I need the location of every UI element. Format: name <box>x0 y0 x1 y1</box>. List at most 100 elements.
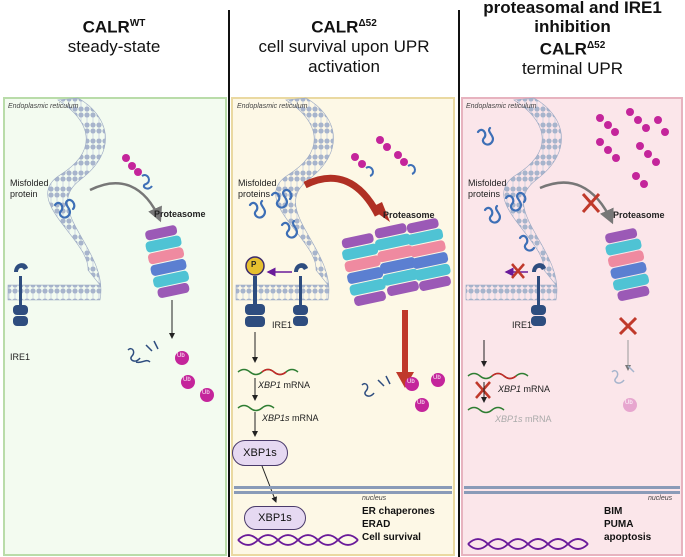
header-panel1: CALRWT steady-state <box>0 14 228 57</box>
cross-splicing-p3 <box>475 381 491 399</box>
xbp1-intron-p2 <box>261 368 287 376</box>
ire1-p2-inactive <box>293 263 308 326</box>
xbp1s-mrna-p3 <box>467 406 505 414</box>
nuclear-import-arrow-p2 <box>261 465 277 503</box>
misfolded-protein-p3a <box>483 204 501 224</box>
nucleus-label-p2: nucleus <box>362 495 387 502</box>
nucleus-label-p3: nucleus <box>648 495 673 502</box>
misfolded-protein-p3c <box>476 126 494 146</box>
proteasome-panel1 <box>145 225 190 298</box>
outcome-p2-2: Cell survival <box>362 532 421 543</box>
arrow-to-proteasome-p3 <box>539 181 614 225</box>
ire1-label-p2: IRE1 <box>272 320 293 330</box>
cross-ire1-p3 <box>511 263 525 279</box>
er-label-p1: Endoplasmic reticulum <box>8 103 79 110</box>
er-label-p2: Endoplasmic reticulum <box>237 103 308 110</box>
outcome-p2-1: ERAD <box>362 519 391 530</box>
dna-helix-p3 <box>467 538 589 550</box>
outcomes-p3: BIM PUMA apoptosis <box>604 505 651 544</box>
header3-pre1: proteasomal and IRE1 <box>483 0 662 17</box>
outcome-p2-0: ER chaperones <box>362 506 435 517</box>
proteasome-label-p2: Proteasome <box>383 210 435 220</box>
outcome-p3-0: BIM <box>604 506 623 517</box>
ub-text-p1-3: Ub <box>202 390 210 396</box>
free-ub-p2 <box>405 373 445 412</box>
divider-2 <box>458 10 460 557</box>
xbp1-mrna-label-p2: XBP1 mRNA <box>258 380 310 390</box>
xbp1s-mrna-p2 <box>237 404 275 412</box>
xbp1-suffix-p2: mRNA <box>281 380 311 390</box>
peptide-fragments-p1 <box>127 340 159 364</box>
misfolded-protein-p1 <box>53 198 76 219</box>
ub-chain-panel1 <box>122 154 153 190</box>
ire1-p2-active <box>245 256 265 327</box>
xbp1s-protein-pill: XBP1s <box>232 440 288 466</box>
misfolded-label-p2: Misfolded proteins <box>238 178 277 199</box>
peptide-fragments-p2 <box>361 375 391 397</box>
misfolded-protein-p2c <box>280 219 298 239</box>
cross-degradation-p3 <box>618 316 638 336</box>
misfolded-protein-p3d <box>518 234 536 252</box>
xbp1-gene-p3: XBP1 <box>498 384 522 394</box>
xbp1s-mrna-label-p2: XBP1s mRNA <box>262 413 319 423</box>
ire1-p1 <box>13 263 28 326</box>
panel3-box <box>461 97 683 556</box>
xbp1s-mrna-label-p3: XBP1s mRNA <box>495 414 552 424</box>
ub-text-p1-2: Ub <box>183 377 191 383</box>
outcomes-p2: ER chaperones ERAD Cell survival <box>362 505 435 544</box>
nuclear-membrane-p3 <box>464 486 680 494</box>
header1-sub: steady-state <box>67 36 161 56</box>
degradation-arrowhead-p2 <box>396 372 414 388</box>
header3-sub: terminal UPR <box>521 58 624 78</box>
arrow-to-proteasome-p2 <box>303 174 382 217</box>
free-ub-p1 <box>175 351 214 402</box>
ub-text-p1-1: Ub <box>177 353 185 359</box>
proteasome-panel3 <box>605 228 650 301</box>
arrow-head-p2 <box>370 202 390 222</box>
header3-main: CALR <box>539 39 587 59</box>
xbp1-intron-p3 <box>491 372 517 380</box>
misfolded-protein-p2b <box>270 188 293 209</box>
xbp1-mrna-label-p3: XBP1 mRNA <box>498 384 550 394</box>
header-panel3: proteasomal and IRE1 inhibition CALRΔ52 … <box>460 0 685 79</box>
arrow-to-proteasome-p1 <box>89 182 162 223</box>
header2-sub2: activation <box>308 56 380 76</box>
ub-text-p3-1: Ub <box>625 400 633 406</box>
er-label-p3: Endoplasmic reticulum <box>466 103 537 110</box>
xbp1s-suffix-p3: mRNA <box>522 414 552 424</box>
free-ub-p3 <box>623 398 637 412</box>
proteasome-panel2 <box>341 218 451 306</box>
er-membrane-panel1 <box>7 97 106 301</box>
divider-1 <box>228 10 230 557</box>
outcome-p3-2: apoptosis <box>604 532 652 543</box>
panel2-box <box>231 97 455 556</box>
ub-chain-panel2 <box>351 136 416 177</box>
header1-main: CALR <box>82 17 130 37</box>
header3-pre2: inhibition <box>534 17 611 36</box>
outcome-p3-1: PUMA <box>604 519 634 530</box>
peptide-fragments-p3 <box>611 365 635 384</box>
header1-sup: WT <box>129 18 146 29</box>
header2-main: CALR <box>311 17 359 37</box>
header-panel2: CALRΔ52 cell survival upon UPR activatio… <box>230 14 458 77</box>
xbp1s-suffix-p2: mRNA <box>289 413 319 423</box>
ub-text-p2-3: Ub <box>433 375 441 381</box>
xbp1-suffix-p3: mRNA <box>521 384 551 394</box>
header3-sup: Δ52 <box>586 40 606 51</box>
ire1-label-p3: IRE1 <box>512 320 533 330</box>
panel1-box <box>3 97 227 556</box>
proteasome-label-p3: Proteasome <box>613 210 665 220</box>
xbp1s-nuclear-pill: XBP1s <box>244 506 306 530</box>
misfolded-label-p3: Misfolded proteins <box>468 178 507 199</box>
header2-sub1: cell survival upon UPR <box>258 36 430 56</box>
proteasome-label-p1: Proteasome <box>154 209 206 219</box>
misfolded-protein-p2a <box>248 199 266 219</box>
dna-helix-p2 <box>237 534 359 546</box>
xbp1s-gene-p3: XBP1s <box>495 414 523 424</box>
header2-sup: Δ52 <box>358 18 377 29</box>
misfolded-protein-p3b <box>504 191 527 212</box>
ub-text-p2-1: Ub <box>407 379 415 385</box>
ire1-label-p1: IRE1 <box>10 352 31 362</box>
xbp1-gene-p2: XBP1 <box>258 380 282 390</box>
